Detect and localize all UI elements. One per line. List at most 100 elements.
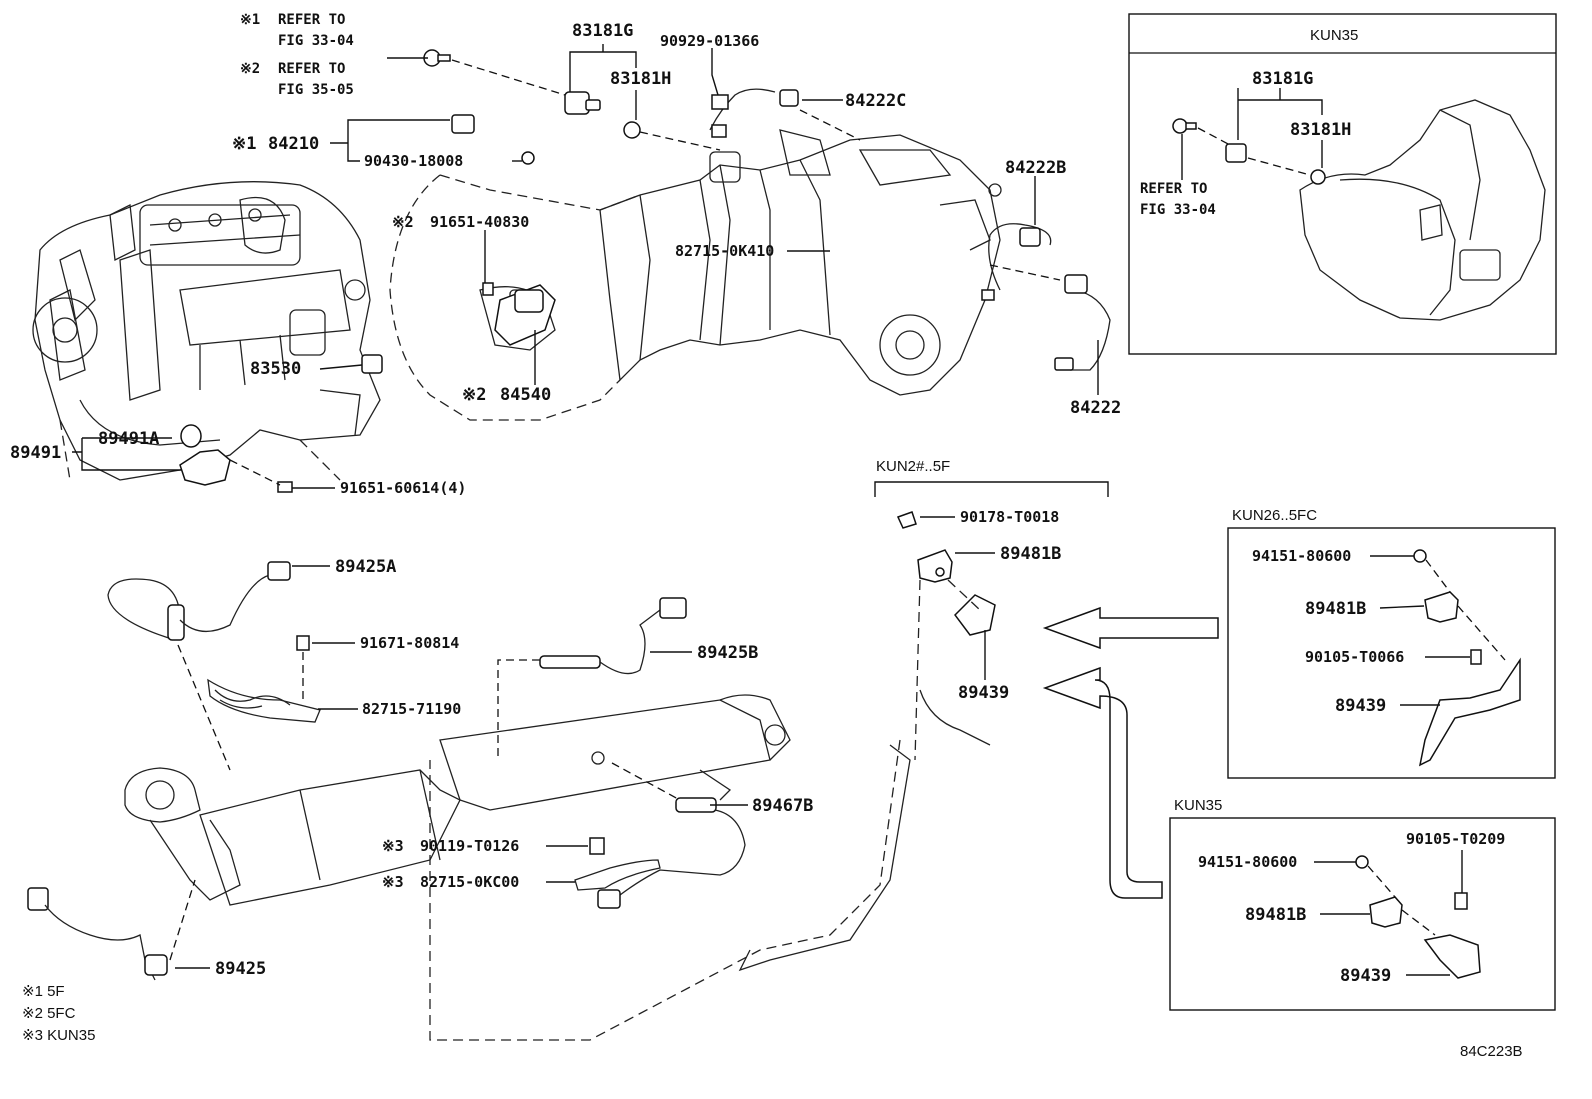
inset-bottom-89439: 89439 [1340,966,1391,986]
kun2-pipe [919,689,991,746]
leader-84222C [799,109,861,141]
leader-84222B [989,264,1061,281]
label-91651-40830-mark: ※2 [392,213,414,231]
label-84222C: 84222C [845,91,906,111]
pipe-leader [429,739,901,1041]
label-84210-mark: ※1 [232,134,256,154]
label-90178-T0018: 90178-T0018 [960,508,1059,526]
label-89491: 89491 [10,443,61,463]
label-84210: 84210 [268,134,319,154]
label-91651-40830: 91651-40830 [430,213,529,231]
inset-bottom-90105: 90105-T0209 [1406,830,1505,848]
height-sensor-icon [896,511,996,636]
label-89491A: 89491A [98,429,159,449]
label-89439: 89439 [958,683,1009,703]
footnote-2: ※2 5FC [22,1005,76,1022]
label-84540: 84540 [500,385,551,405]
inset-top-refer2: FIG 33-04 [1140,202,1216,218]
leader-83181H [639,131,721,151]
inset-top-83181H: 83181H [1290,120,1351,140]
transmission-drawing [389,129,1002,421]
label-89425B: 89425B [697,643,758,663]
inset-top-leader [1197,127,1311,176]
inset-top-83181G: 83181G [1252,69,1313,89]
inset-top-refer1: REFER TO [1140,181,1207,197]
label-89425: 89425 [215,959,266,979]
label-90929-01366: 90929-01366 [660,32,759,50]
inset-kun26-leader [1425,559,1506,661]
label-82715-0KC00: 82715-0KC00 [420,873,519,891]
label-91651-60614: 91651-60614(4) [340,479,466,497]
bolt-90119-icon [589,837,605,855]
inset-kun35-bottom-leader [1367,865,1436,936]
switch-icon [451,114,535,165]
label-89481B: 89481B [1000,544,1061,564]
oil-sensor-icon [709,88,799,138]
leader-89425 [169,879,196,961]
refer1-line2: FIG 33-04 [278,33,354,49]
exhaust-temp-sensor-icon [597,797,746,909]
wheel-speed-sensor-icon [981,223,1111,371]
shift-switch-icon [482,282,556,346]
inset-kun26-94151: 94151-80600 [1252,547,1351,565]
inset-kun26-parts-icon [1413,549,1521,767]
label-82715-0KC00-mark: ※3 [382,873,404,891]
label-82715-71190: 82715-71190 [362,700,461,718]
arrow-curved-icon [1042,666,1163,899]
inset-top-parts-icon [1172,118,1326,185]
refer2-line1: REFER TO [278,61,345,77]
inset-kun26-89439: 89439 [1335,696,1386,716]
arrow-left-icon [1042,606,1219,650]
inset-kun26-89481B: 89481B [1305,599,1366,619]
inset-kun35-top [1128,13,1557,355]
inset-bottom-89481B: 89481B [1245,905,1306,925]
label-90119-mark: ※3 [382,837,404,855]
diagram-code: 84C223B [1460,1043,1523,1060]
label-83530: 83530 [250,359,301,379]
label-83181G: 83181G [572,21,633,41]
footnote-3: ※3 KUN35 [22,1027,95,1044]
label-90430-18008: 90430-18008 [364,152,463,170]
leader-89425A [177,644,231,771]
inset-bottom-94151: 94151-80600 [1198,853,1297,871]
inset-kun26-title: KUN26..5FC [1232,507,1317,524]
kun2-bracket [874,481,1109,497]
harness-bracket-icon [207,678,321,723]
switch-83530-icon [361,354,383,374]
bracket-0KC00-icon [574,859,661,891]
inset-bottom-title: KUN35 [1174,797,1222,814]
leader-lines [72,44,1470,976]
refer2-mark: ※2 [240,61,260,77]
leader-89425B [497,659,540,760]
footnote-1: ※1 5F [22,983,65,1000]
speed-sensor-icon [564,91,641,139]
crank-sensor-icon [179,424,293,493]
bolt-91671-icon [296,635,310,651]
refer1-mark: ※1 [240,12,260,28]
kun2-leader [914,579,921,761]
refer2-line2: FIG 35-05 [278,82,354,98]
oxygen-sensor-icon [107,561,291,641]
inset-top-title: KUN35 [1310,27,1358,44]
label-82715-0K410: 82715-0K410 [675,242,774,260]
label-84540-mark: ※2 [462,385,486,405]
kun2-title: KUN2#..5F [876,458,950,475]
oxygen-sensor-b-icon [539,597,687,675]
label-91671-80814: 91671-80814 [360,634,459,652]
leader-83181G [451,59,566,96]
inset-kun26-90105: 90105-T0066 [1305,648,1404,666]
inset-kun26 [1227,527,1556,779]
label-83181H: 83181H [610,69,671,89]
inset-kun35-bottom [1169,817,1556,1011]
label-84222B: 84222B [1005,158,1066,178]
leader-89491 [229,459,281,486]
engine-drawing [32,181,381,481]
label-90119-T0126: 90119-T0126 [420,837,519,855]
oxygen-sensor-c-icon [27,887,168,981]
exhaust-pipe-drawing [738,744,911,972]
label-89467B: 89467B [752,796,813,816]
refer1-line1: REFER TO [278,12,345,28]
label-84222: 84222 [1070,398,1121,418]
